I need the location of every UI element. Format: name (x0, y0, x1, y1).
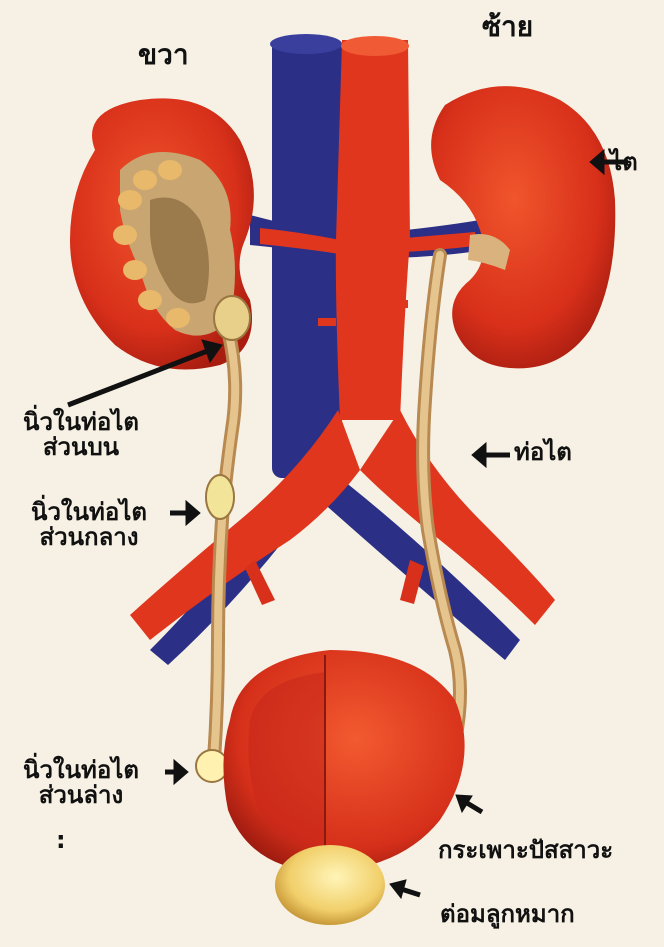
middle-ureter-stone-label-line2: ส่วนกลาง (14, 525, 164, 550)
left-side-label: ซ้าย (482, 12, 533, 41)
lower-ureter-stone-label-line1: นิ่วในท่อไต (6, 758, 156, 783)
bladder-label: กระเพาะปัสสาวะ (438, 838, 613, 863)
middle-ureter-stone-label: นิ่วในท่อไต ส่วนกลาง (14, 500, 164, 550)
upper-ureter-stone-label: นิ่วในท่อไต ส่วนบน (6, 410, 156, 460)
upper-ureter-stone-label-line2: ส่วนบน (6, 435, 156, 460)
lower-ureter-stone (196, 750, 228, 782)
upper-ureter-stone (214, 296, 250, 340)
middle-ureter-stone-label-line1: นิ่วในท่อไต (14, 500, 164, 525)
colon-mark: : (56, 828, 66, 853)
lower-stone-arrowhead (174, 760, 188, 784)
lower-ureter-stone-label: นิ่วในท่อไต ส่วนล่าง (6, 758, 156, 808)
ureter-arrowhead (472, 443, 486, 467)
ureter-label: ท่อไต (514, 440, 572, 465)
prostate-arrowhead (390, 880, 406, 898)
prostate-gland (275, 845, 385, 925)
prostate-label: ต่อมลูกหมาก (440, 902, 575, 927)
kidney-label: ไต (610, 150, 638, 175)
middle-stone-arrowhead (186, 501, 200, 525)
lower-ureter-stone-label-line2: ส่วนล่าง (6, 783, 156, 808)
right-side-label: ขวา (138, 40, 189, 69)
middle-ureter-stone (206, 475, 234, 519)
upper-ureter-stone-label-line1: นิ่วในท่อไต (6, 410, 156, 435)
bladder (223, 650, 464, 872)
